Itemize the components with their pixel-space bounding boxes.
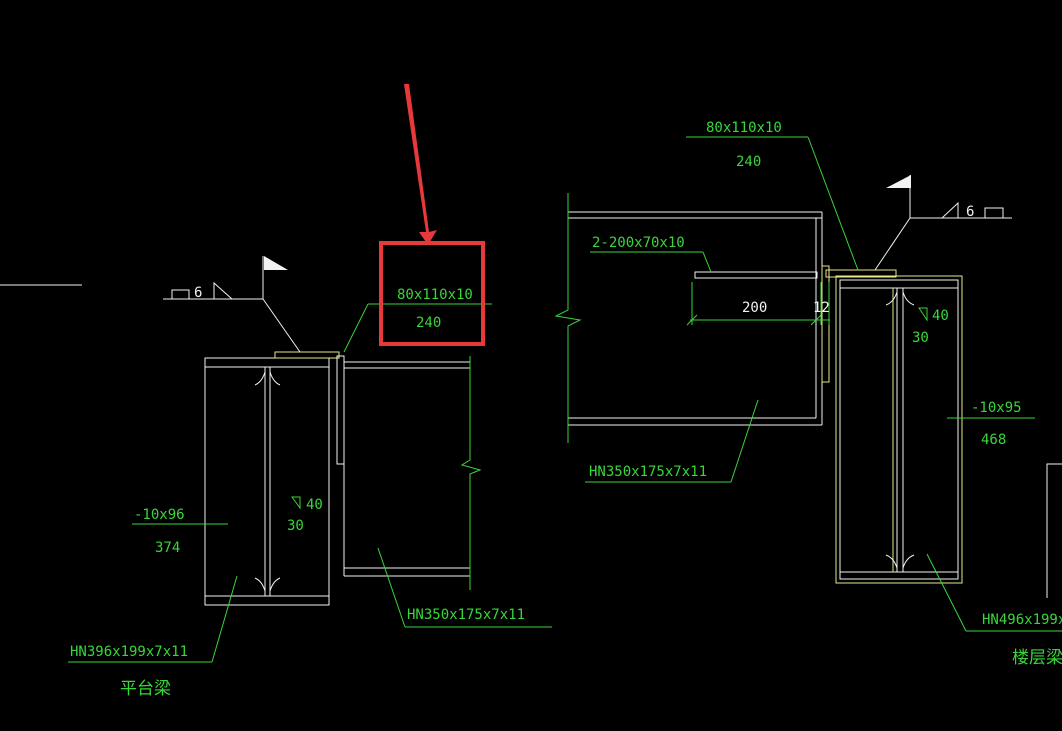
right-connection-plate	[821, 265, 830, 383]
right-stiffener-length: 468	[981, 432, 1006, 448]
left-main-beam-outline	[204, 357, 330, 606]
left-stiffener-label: -10x96	[134, 507, 185, 523]
right-weld-contour-icon	[984, 207, 1004, 218]
left-main-beam-name: 平台梁	[120, 679, 171, 699]
right-fillet-leg: 30	[912, 330, 929, 346]
right-main-beam-name: 楼层梁	[1012, 648, 1062, 668]
right-stiffener-label: -10x95	[971, 400, 1022, 416]
left-weld-contour-icon	[171, 289, 190, 299]
left-fillet-weld-icon	[291, 496, 301, 510]
highlight-arrow-icon	[404, 84, 437, 245]
left-weld-size: 6	[194, 285, 202, 301]
right-fillet-weld-icon	[918, 307, 928, 322]
left-secondary-beam-label: HN350x175x7x11	[407, 607, 525, 623]
right-detail: 2-200x70x10 200 12 40 30 -10x95 468	[554, 120, 1062, 668]
right-plate-length: 240	[736, 154, 761, 170]
right-bolt-plate	[694, 271, 818, 279]
left-weld-flag-icon	[264, 256, 288, 270]
right-dim-200: 200	[742, 300, 767, 316]
right-main-beam-label: HN496x199x	[982, 612, 1062, 628]
right-plate-label: 80x110x10	[706, 120, 782, 136]
right-weld-leader	[874, 217, 911, 271]
right-dim-12: 12	[813, 300, 830, 316]
right-main-beam-outline	[835, 275, 963, 584]
left-plate-label: 80x110x10	[397, 287, 473, 303]
left-fillet-symbol-icon	[213, 281, 233, 300]
right-weld-size: 6	[966, 204, 974, 220]
right-secondary-beam-label: HN350x175x7x11	[589, 464, 707, 480]
left-detail: -10x96 374 40 30 HN396x199x7x11 平台梁 HN35…	[68, 256, 552, 699]
left-weld-leader	[262, 298, 301, 353]
right-fillet-symbol-icon	[941, 201, 959, 219]
left-main-beam-label: HN396x199x7x11	[70, 644, 188, 660]
left-top-plate	[274, 351, 340, 359]
left-connection-plate	[336, 355, 345, 465]
left-stiffener-length: 374	[155, 540, 180, 556]
right-fillet-size: 40	[932, 308, 949, 324]
right-break-line	[554, 193, 582, 443]
left-fillet-size: 40	[306, 497, 323, 513]
left-break-line	[460, 356, 482, 590]
left-plate-length: 240	[416, 315, 441, 331]
right-bolt-plate-label: 2-200x70x10	[592, 235, 685, 251]
right-top-plate	[825, 269, 897, 278]
right-weld-flag-icon	[886, 175, 911, 188]
left-fillet-leg: 30	[287, 518, 304, 534]
right-edge-outline	[1046, 463, 1062, 598]
highlight-box	[379, 241, 485, 346]
